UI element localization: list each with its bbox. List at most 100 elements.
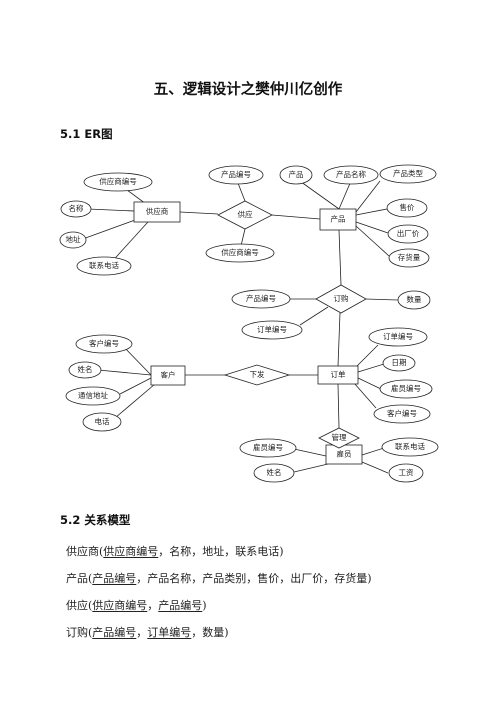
attr-employee-salary: 工资 [388, 463, 424, 483]
connector [338, 180, 352, 210]
svg-text:客户编号: 客户编号 [387, 408, 417, 418]
attr-supplier-address: 地址 [59, 231, 87, 249]
primary-key: 产品编号 [92, 626, 137, 639]
entity-employee: 雇员 [325, 444, 363, 465]
entity-product: 产品 [319, 208, 357, 231]
connector [355, 225, 390, 257]
svg-text:订单编号: 订单编号 [257, 324, 287, 334]
svg-text:订购: 订购 [334, 293, 349, 303]
svg-text:日期: 日期 [392, 358, 407, 367]
svg-text:雇员: 雇员 [337, 449, 352, 459]
primary-key: 供应商编号 [103, 545, 159, 558]
relationship-supply: 供应 [217, 200, 273, 230]
relation-attributes: ，名称，地址，联系电话) [158, 545, 284, 558]
attr-product-stock: 存货量 [388, 248, 430, 268]
svg-text:供应: 供应 [238, 209, 253, 219]
primary-key: 订单编号 [147, 626, 192, 639]
svg-text:数量: 数量 [407, 294, 422, 304]
svg-text:电话: 电话 [95, 416, 110, 426]
svg-text:存货量: 存货量 [398, 252, 421, 262]
separator: ， [147, 599, 159, 612]
connector [299, 306, 329, 326]
connector [353, 382, 377, 409]
svg-text:供应商编号: 供应商编号 [221, 247, 259, 257]
attr-product-factory-price: 出厂价 [387, 224, 429, 244]
connector [357, 363, 385, 373]
relationship-manage: 管理 [318, 427, 360, 449]
chapter-title: 五、逻辑设计之樊仲川亿创作 [153, 82, 343, 98]
connector [97, 369, 152, 376]
relation-line: 供应(供应商编号，产品编号) [66, 597, 207, 613]
svg-text:产品编号: 产品编号 [221, 169, 251, 179]
connector [365, 298, 399, 301]
svg-text:工资: 工资 [399, 467, 414, 477]
attr-employee-phone: 联系电话 [381, 437, 439, 457]
svg-text:雇员编号: 雇员编号 [253, 442, 283, 452]
primary-key: 供应商编号 [92, 599, 148, 612]
relation-line: 产品(产品编号，产品名称，产品类别，售价，出厂价，存货量) [66, 570, 372, 586]
svg-text:售价: 售价 [400, 202, 415, 212]
connector [355, 221, 389, 234]
attr-employee-name: 姓名 [253, 463, 295, 483]
svg-text:通信地址: 通信地址 [78, 390, 108, 400]
connector [357, 377, 382, 390]
attr-order-quantity: 数量 [397, 290, 431, 310]
relation-name: 订购( [66, 626, 93, 639]
connector [293, 448, 327, 457]
connector [338, 229, 342, 286]
section-heading-er: 5.1 ER图 [60, 127, 113, 141]
attr-order-order-id: 订单编号 [241, 320, 303, 340]
svg-text:联系电话: 联系电话 [89, 260, 119, 270]
svg-text:地址: 地址 [66, 234, 81, 244]
attr-customer-name: 姓名 [68, 361, 102, 379]
attr-supply-supplier-id: 供应商编号 [205, 243, 275, 263]
connector [355, 180, 381, 213]
relation-name: 供应( [66, 599, 93, 612]
svg-text:产品: 产品 [331, 214, 346, 224]
separator: ， [136, 626, 148, 639]
connector [361, 461, 389, 474]
attr-ord-id: 订单编号 [368, 327, 428, 347]
er-connectors [79, 177, 399, 474]
attr-supplier-id: 供应商编号 [83, 172, 153, 192]
svg-text:姓名: 姓名 [267, 467, 282, 477]
entity-customer: 客户 [150, 365, 186, 386]
relation-attributes: ) [202, 599, 207, 612]
svg-text:管理: 管理 [332, 432, 347, 442]
relation-name: 产品( [66, 572, 93, 585]
attr-customer-address: 通信地址 [65, 386, 121, 406]
attr-ord-employee-id: 雇员编号 [379, 379, 433, 399]
attr-product-name: 产品名称 [323, 165, 379, 185]
svg-text:产品类型: 产品类型 [393, 168, 423, 178]
connector [361, 447, 385, 456]
svg-text:雇员编号: 雇员编号 [391, 383, 421, 393]
section-heading-relational: 5.2 关系模型 [60, 513, 131, 527]
relation-name: 供应商( [66, 545, 104, 558]
relation-attributes: ，产品名称，产品类别，售价，出厂价，存货量) [136, 572, 372, 585]
relationship-order: 订购 [315, 284, 367, 314]
connector [119, 377, 152, 395]
attr-supply-product-id: 产品编号 [208, 165, 264, 185]
entity-order: 订单 [317, 365, 359, 385]
connector [337, 312, 341, 367]
svg-text:联系电话: 联系电话 [395, 441, 425, 451]
svg-text:客户编号: 客户编号 [89, 338, 119, 348]
attr-ord-customer-id: 客户编号 [373, 404, 431, 424]
svg-text:出厂价: 出厂价 [397, 228, 420, 238]
svg-text:姓名: 姓名 [78, 364, 93, 374]
connector [122, 345, 152, 376]
primary-key: 产品编号 [158, 599, 203, 612]
attr-supplier-phone: 联系电话 [76, 256, 132, 276]
connector [296, 178, 340, 210]
attr-supplier-name: 名称 [60, 200, 92, 218]
primary-key: 产品编号 [92, 572, 137, 585]
svg-text:客户: 客户 [161, 370, 176, 380]
svg-text:产品名称: 产品名称 [336, 169, 366, 179]
connector [271, 214, 321, 220]
attr-ord-date: 日期 [382, 354, 416, 372]
relationship-place: 下发 [223, 364, 291, 386]
attr-employee-id: 雇员编号 [239, 438, 297, 458]
attr-product: 产品 [279, 165, 313, 185]
relation-attributes: ，数量) [191, 626, 229, 639]
